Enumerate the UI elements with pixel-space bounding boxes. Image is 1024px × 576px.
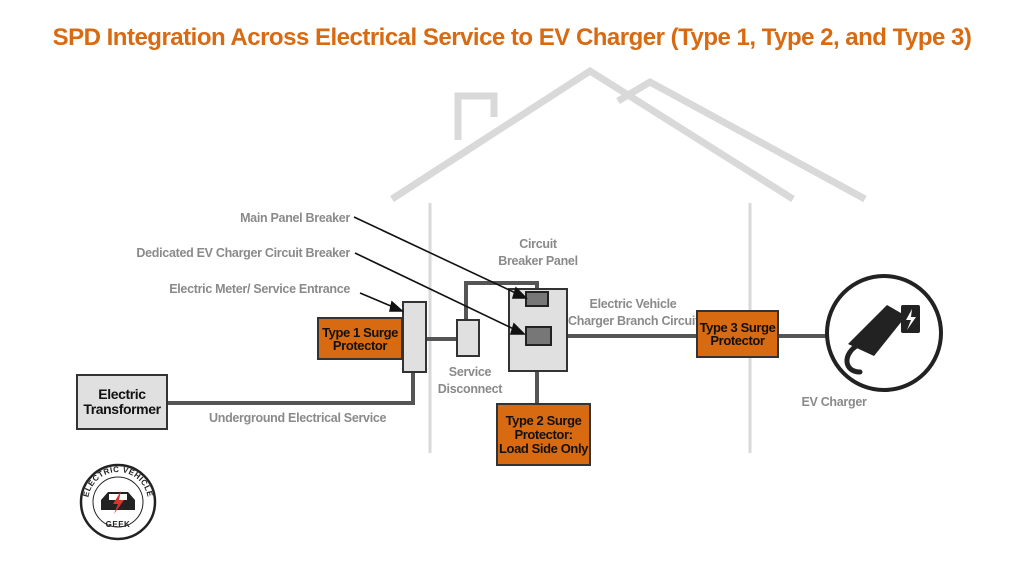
service-disconnect [456,319,480,357]
logo-bolt-icon [113,491,124,514]
label-circuit-breaker-panel-line2: Breaker Panel [498,254,578,268]
type2-surge-protector-line2: Protector: [514,426,573,442]
label-ev-branch-circuit-line2: Charger Branch Circuit [568,314,699,328]
pointer-main-panel-breaker-arrow [511,286,528,299]
ev-plug-body [848,305,906,356]
electric-transformer-line2: Transformer [83,401,161,417]
type3-surge-protector-line1: Type 3 Surge [699,320,776,335]
pointer-lines [353,216,528,335]
type3-surge-protector-line2: Protector [710,333,765,348]
house-roof-front [390,66,795,202]
type1-surge-protector-box: Type 1 Surge Protector [317,317,403,360]
label-service-disconnect: Service Disconnect [430,364,510,398]
ev-bolt-icon [906,309,916,330]
pointer-ev-circuit-breaker-arrow [509,322,526,335]
logo-badge: ELECTRIC VEHICLE GEEK [79,463,157,541]
ev-plug-icon [825,274,943,392]
label-main-panel-breaker: Main Panel Breaker [240,211,350,225]
label-ev-branch-circuit-line1: Electric Vehicle [589,297,677,311]
label-ev-circuit-breaker: Dedicated EV Charger Circuit Breaker [136,246,350,260]
logo-bottom-text: GEEK [106,520,131,529]
label-service-disconnect-line2: Disconnect [437,382,503,396]
type2-surge-protector-box: Type 2 Surge Protector: Load Side Only [496,403,591,466]
ev-circuit-breaker [525,326,552,346]
wiring [168,281,826,405]
type1-surge-protector-line1: Type 1 Surge [322,324,398,340]
label-meter-service-entrance: Electric Meter/ Service Entrance [169,282,350,296]
logo-car-icon [101,491,135,514]
pointer-meter-arrow [389,300,405,312]
label-circuit-breaker-panel: Circuit Breaker Panel [488,236,588,270]
type2-surge-protector-line1: Type 2 Surge [505,412,582,428]
electric-transformer-line1: Electric [98,386,146,402]
label-underground-service: Underground Electrical Service [209,411,387,425]
electric-meter [402,301,427,373]
type1-surge-protector-line2: Protector [332,337,388,353]
underground-service-wire [168,372,415,405]
label-circuit-breaker-panel-line1: Circuit [519,237,557,251]
house-chimney [454,92,498,140]
type3-surge-protector-box: Type 3 Surge Protector [696,310,779,358]
label-ev-charger: EV Charger [801,395,867,409]
label-service-disconnect-line1: Service [448,365,492,379]
ev-plug-cable [844,342,863,375]
disconnect-to-panel-wire [464,281,539,320]
house-outline [390,66,867,203]
pointer-main-panel-breaker [353,216,523,297]
label-ev-branch-circuit: Electric Vehicle Charger Branch Circuit [568,296,699,330]
type2-surge-protector-line3: Load Side Only [498,440,589,456]
page-title: SPD Integration Across Electrical Servic… [52,24,972,51]
logo-inner-ring [92,476,144,528]
electric-transformer-box: Electric Transformer [76,374,168,430]
pointer-ev-circuit-breaker [354,252,521,333]
main-panel-breaker [525,291,549,307]
house-roof-back [616,77,867,203]
